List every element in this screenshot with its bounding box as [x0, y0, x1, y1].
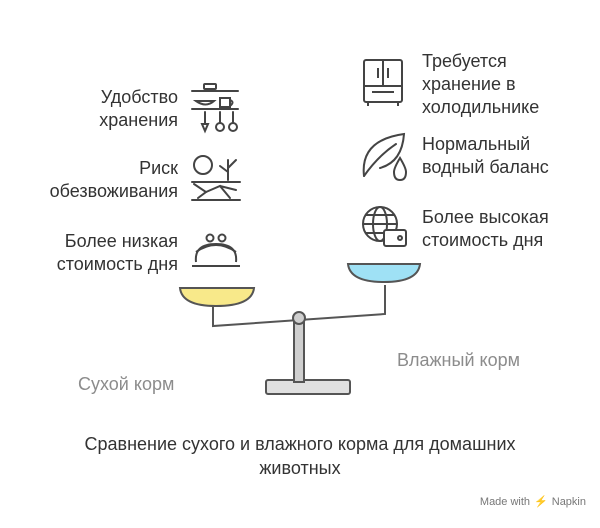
wet-item-refrigeration: Требуется хранение в холодильнике — [422, 50, 539, 119]
dry-item-storage-line1: Удобство — [100, 87, 178, 107]
wet-item-water-balance-line1: Нормальный — [422, 134, 531, 154]
wet-item-refrigeration-line3: холодильнике — [422, 97, 540, 117]
dry-item-dehydration-risk: Риск обезвоживания — [50, 157, 178, 203]
dry-item-storage-convenience: Удобство хранения — [99, 86, 178, 132]
scale-stand — [265, 317, 351, 395]
wet-item-higher-cost-line1: Более высокая — [422, 207, 549, 227]
wet-food-label: Влажный корм — [397, 350, 520, 370]
made-with-text: Made with — [479, 495, 531, 508]
dry-item-storage-line2: хранения — [99, 110, 178, 130]
dry-food-pan — [178, 287, 256, 308]
dry-item-lower-cost-line1: Более низкая — [64, 231, 178, 251]
dry-item-dehydration-line1: Риск — [139, 158, 178, 178]
napkin-logo-icon: ⚡ — [534, 496, 548, 508]
dry-item-lower-cost: Более низкая стоимость дня — [57, 230, 178, 276]
dry-item-dehydration-line2: обезвоживания — [49, 181, 178, 201]
leaf-water-drop-icon — [362, 132, 408, 182]
wet-item-higher-cost: Более высокая стоимость дня — [422, 206, 549, 252]
caption-line1: Сравнение сухого и влажного корма для до… — [84, 434, 516, 454]
refrigerator-icon — [363, 59, 403, 106]
wet-food-pan — [346, 263, 422, 284]
dry-item-lower-cost-line2: стоимость дня — [56, 254, 178, 274]
napkin-brand-text: Napkin — [551, 495, 586, 508]
shelves-kitchenware-icon — [191, 83, 239, 134]
scale-pivot — [292, 311, 306, 325]
napkin-watermark: Made with ⚡ Napkin — [479, 495, 586, 509]
wet-item-refrigeration-line2: хранение в — [422, 74, 516, 94]
coin-purse-icon — [192, 233, 240, 267]
globe-wallet-icon — [362, 206, 407, 247]
wet-item-refrigeration-line1: Требуется — [422, 51, 507, 71]
diagram-caption: Сравнение сухого и влажного корма для до… — [0, 432, 600, 480]
wet-item-water-balance-line2: водный баланс — [422, 157, 549, 177]
wet-item-water-balance: Нормальный водный баланс — [422, 133, 549, 179]
dry-cracked-land-icon — [191, 155, 241, 201]
wet-item-higher-cost-line2: стоимость дня — [422, 230, 544, 250]
dry-food-label: Сухой корм — [78, 374, 175, 394]
caption-line2: животных — [259, 458, 341, 478]
